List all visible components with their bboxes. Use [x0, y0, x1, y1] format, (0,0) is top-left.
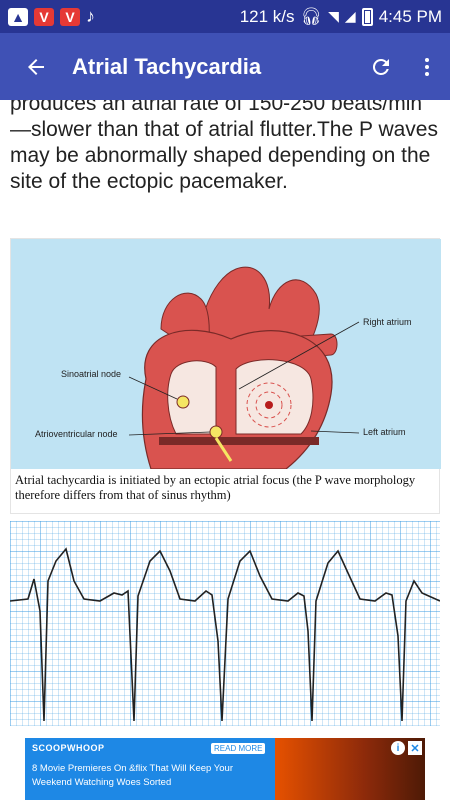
clock: 4:45 PM [378, 6, 442, 26]
system-icons: 121 k/s 🎧︎ ◥ ◢ 4:45 PM [240, 7, 442, 27]
arrow-back-icon[interactable] [0, 33, 72, 100]
label-left-atrium: Left atrium [363, 427, 406, 437]
info-icon[interactable]: i [391, 741, 405, 755]
label-right-atrium: Right atrium [363, 317, 412, 327]
heart-illustration: Sinoatrial node Atrioventricular node Ri… [11, 239, 441, 469]
vivo-icon: V [60, 7, 80, 26]
page-title: Atrial Tachycardia [72, 53, 262, 79]
ecg-waveform [9, 547, 441, 722]
ad-read-more[interactable]: READ MORE [211, 743, 266, 754]
vivo-icon: V [34, 7, 54, 26]
ecg-strip [9, 521, 441, 726]
music-icon: ♪ [86, 6, 95, 26]
net-speed: 121 k/s [239, 6, 295, 26]
figure-caption: Atrial tachycardia is initiated by an ec… [15, 473, 416, 502]
wifi-icon: ◥ [328, 8, 339, 24]
status-bar: ▲ V V ♪ 121 k/s 🎧︎ ◥ ◢ 4:45 PM [0, 0, 450, 33]
notification-icons: ▲ V V ♪ [8, 6, 95, 27]
label-av-node: Atrioventricular node [35, 429, 118, 439]
article-paragraph: produces an atrial rate of 150-250 beats… [10, 100, 438, 193]
more-vert-icon[interactable] [404, 33, 450, 100]
headphones-icon: 🎧︎ [300, 6, 323, 26]
refresh-icon[interactable] [358, 33, 404, 100]
image-icon: ▲ [8, 7, 28, 26]
battery-icon [361, 7, 373, 26]
ecg-trace [9, 521, 441, 726]
signal-icon: ◢ [344, 8, 356, 24]
ecg-grid [10, 521, 440, 726]
app-bar: Atrial Tachycardia [0, 33, 450, 100]
close-icon[interactable]: ✕ [408, 741, 422, 755]
label-sinoatrial-node: Sinoatrial node [61, 369, 121, 379]
ad-brand: SCOOPWHOOP [32, 743, 105, 753]
ad-headline[interactable]: 8 Movie Premieres On &flix That Will Kee… [32, 763, 233, 788]
heart-figure: Sinoatrial node Atrioventricular node Ri… [10, 238, 441, 514]
ad-banner[interactable]: SCOOPWHOOP READ MORE 8 Movie Premieres O… [25, 738, 425, 800]
article-content[interactable]: produces an atrial rate of 150-250 beats… [0, 100, 450, 738]
